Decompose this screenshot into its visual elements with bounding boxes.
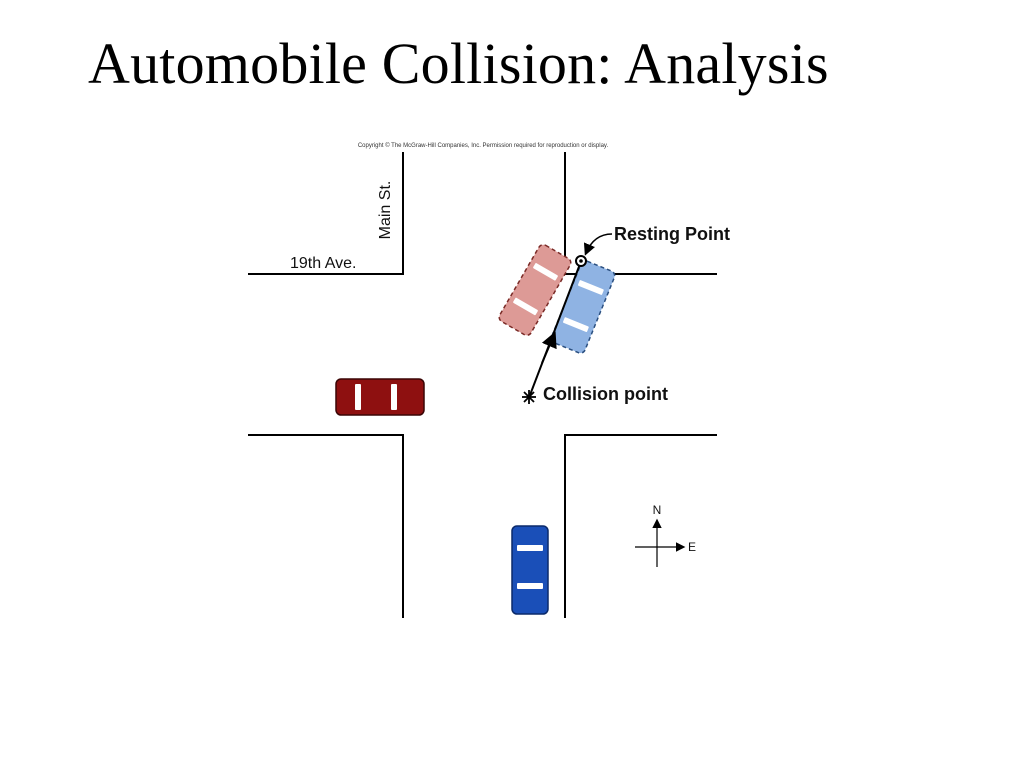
diagram-svg: Copyright © The McGraw-Hill Companies, I…: [248, 142, 730, 618]
red-car: [335, 378, 425, 416]
street-label-19th-ave: 19th Ave.: [290, 255, 356, 272]
compass-north-label: N: [653, 503, 662, 517]
compass: [635, 518, 686, 567]
blue-car: [511, 525, 549, 615]
red-car-after-collision: [498, 243, 572, 337]
post-collision-path: [529, 263, 581, 396]
road-edge-top-right: [564, 152, 717, 275]
path-direction-arrow: [541, 331, 557, 364]
collision-diagram: Copyright © The McGraw-Hill Companies, I…: [240, 130, 740, 630]
collision-point-marker: [522, 390, 536, 404]
slide-title: Automobile Collision: Analysis: [88, 31, 829, 96]
resting-point-pointer: [583, 233, 613, 256]
resting-point-label: Resting Point: [614, 224, 730, 244]
road-edge-bottom-left: [248, 434, 404, 618]
road-edge-bottom-right: [564, 434, 717, 618]
street-label-main-st: Main St.: [377, 181, 394, 240]
collision-point-label: Collision point: [543, 384, 668, 404]
road-edge-top-left: [248, 152, 404, 275]
road-edges: [248, 152, 717, 618]
compass-east-label: E: [688, 540, 696, 554]
copyright-notice: Copyright © The McGraw-Hill Companies, I…: [358, 142, 609, 149]
